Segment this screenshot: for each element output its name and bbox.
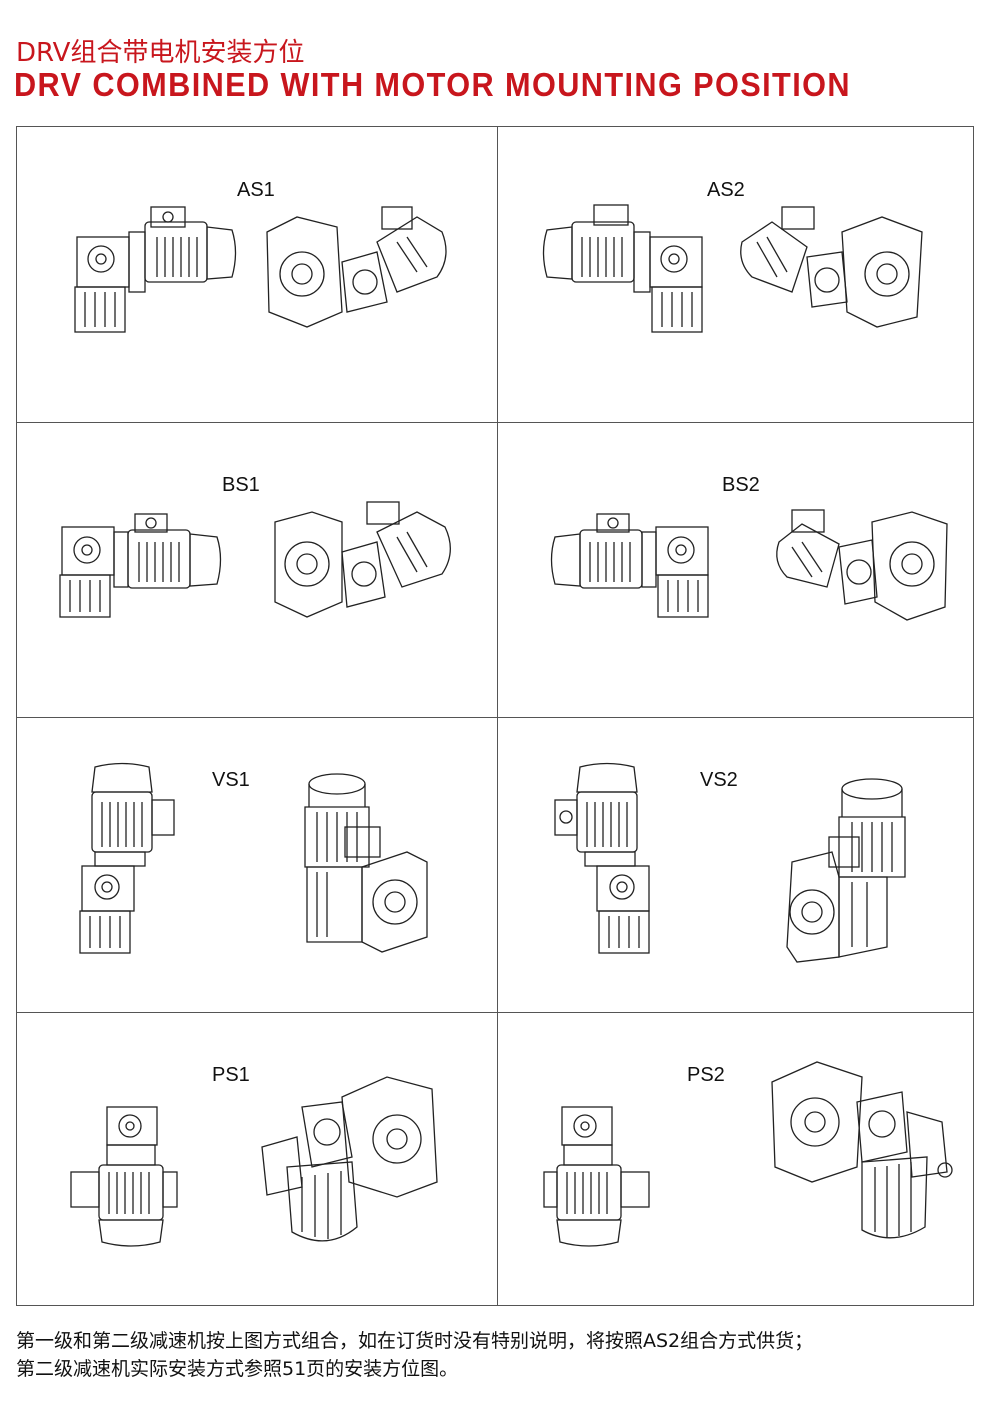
bs1-front-view-drawing bbox=[59, 513, 222, 618]
vs2-front-view-drawing bbox=[554, 762, 650, 954]
vs1-iso-view-drawing bbox=[304, 773, 428, 953]
position-cell-bs2: BS2 bbox=[497, 422, 976, 717]
position-cell-ps1: PS1 bbox=[17, 1012, 496, 1307]
position-label-as2: AS2 bbox=[707, 179, 745, 201]
position-label-bs2: BS2 bbox=[722, 474, 760, 496]
page-title-cn: DRV组合带电机安装方位 bbox=[16, 38, 305, 68]
bs2-front-view-drawing bbox=[550, 513, 709, 618]
as1-iso-view-drawing bbox=[266, 206, 447, 328]
grid-divider-row-2 bbox=[17, 717, 973, 718]
position-label-vs2: VS2 bbox=[700, 769, 738, 791]
position-cell-vs2: VS2 bbox=[497, 717, 976, 1012]
grid-divider-row-1 bbox=[17, 422, 973, 423]
bs2-iso-view-drawing bbox=[776, 509, 948, 621]
position-cell-as1: AS1 bbox=[17, 127, 496, 422]
footer-note: 第一级和第二级减速机按上图方式组合，如在订货时没有特别说明，将按照AS2组合方式… bbox=[16, 1327, 991, 1383]
grid-divider-row-3 bbox=[17, 1012, 973, 1013]
position-label-as1: AS1 bbox=[237, 179, 275, 201]
ps2-iso-view-drawing bbox=[771, 1061, 953, 1239]
position-label-bs1: BS1 bbox=[222, 474, 260, 496]
vs1-front-view-drawing bbox=[79, 762, 175, 954]
position-cell-vs1: VS1 bbox=[17, 717, 496, 1012]
position-label-vs1: VS1 bbox=[212, 769, 250, 791]
position-label-ps2: PS2 bbox=[687, 1064, 725, 1086]
vs2-iso-view-drawing bbox=[786, 778, 906, 963]
position-cell-bs1: BS1 bbox=[17, 422, 496, 717]
mounting-position-grid: AS1 AS2 bbox=[16, 126, 974, 1306]
ps2-front-view-drawing bbox=[543, 1106, 650, 1247]
page-title-en: DRV COMBINED WITH MOTOR MOUNTING POSITIO… bbox=[14, 66, 851, 103]
as2-iso-view-drawing bbox=[740, 206, 923, 328]
grid-divider-vertical bbox=[497, 127, 498, 1305]
footer-note-line-2: 第二级减速机实际安装方式参照51页的安装方位图。 bbox=[16, 1358, 459, 1380]
ps1-iso-view-drawing bbox=[261, 1076, 438, 1242]
position-label-ps1: PS1 bbox=[212, 1064, 250, 1086]
footer-note-line-1: 第一级和第二级减速机按上图方式组合，如在订货时没有特别说明，将按照AS2组合方式… bbox=[16, 1330, 814, 1352]
position-cell-as2: AS2 bbox=[497, 127, 976, 422]
ps1-front-view-drawing bbox=[70, 1106, 178, 1247]
position-cell-ps2: PS2 bbox=[497, 1012, 976, 1307]
as2-front-view-drawing bbox=[542, 204, 703, 333]
bs1-iso-view-drawing bbox=[274, 501, 451, 618]
as1-front-view-drawing bbox=[74, 206, 237, 333]
